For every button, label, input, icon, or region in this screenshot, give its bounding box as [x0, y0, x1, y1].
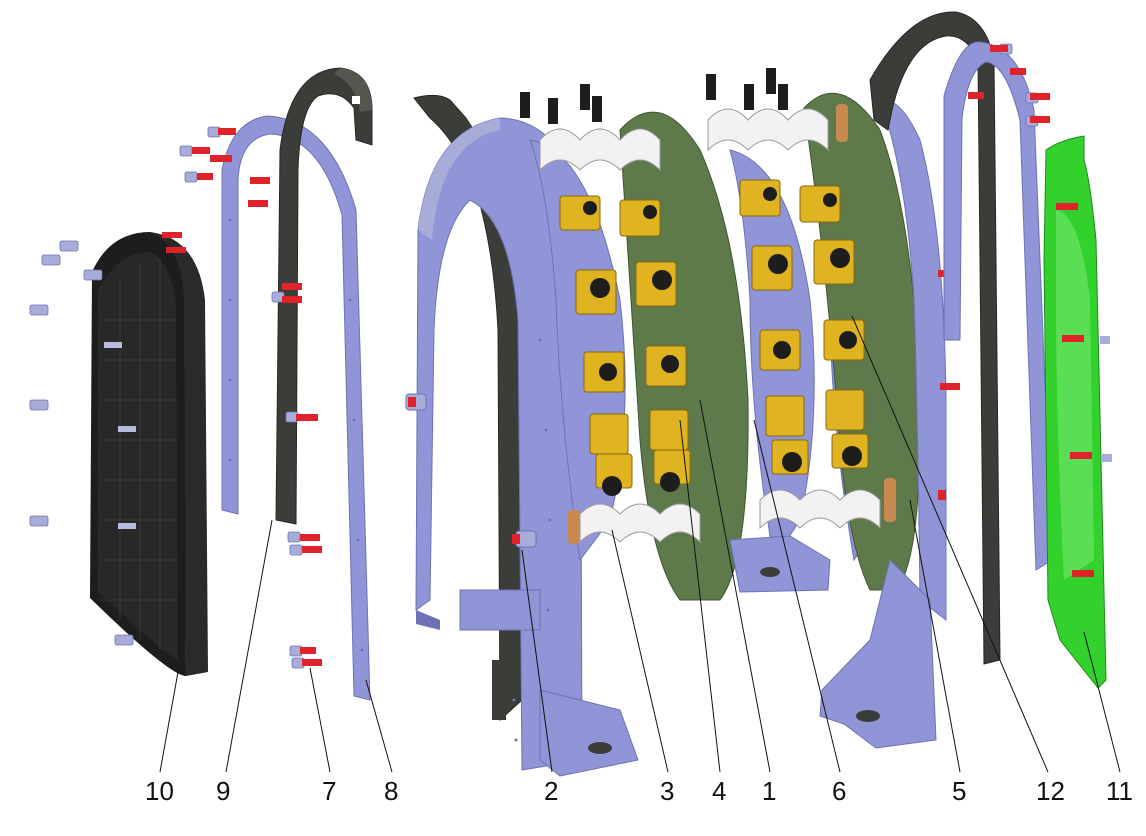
callout-6: 6 [832, 776, 846, 806]
callout-4: 4 [712, 776, 726, 806]
callout-1: 1 [762, 776, 776, 806]
callout-3: 3 [660, 776, 674, 806]
bolts-part-10 [29, 232, 186, 646]
callout-9: 9 [216, 776, 230, 806]
callout-8: 8 [384, 776, 398, 806]
part-9-blue-arc-plate [221, 115, 371, 701]
callout-7: 7 [322, 776, 336, 806]
central-module-stack [459, 68, 921, 631]
part-10-perforated-cover [90, 232, 208, 676]
part-11-green-end-plate [1043, 135, 1112, 689]
part-7-bolt-pair [289, 645, 322, 669]
callout-10: 10 [145, 776, 174, 806]
bolts-part-9 [179, 126, 270, 207]
leader-lines [159, 315, 1121, 773]
bolts-part-8 [271, 283, 322, 556]
callout-labels: 10 9 7 8 2 3 4 1 6 5 12 11 [145, 776, 1133, 806]
part-5-rear-frame [819, 11, 1001, 749]
callout-12: 12 [1036, 776, 1065, 806]
callout-11: 11 [1106, 776, 1133, 806]
callout-5: 5 [952, 776, 966, 806]
callout-2: 2 [544, 776, 558, 806]
part-12-blue-rear-arc-plate [943, 41, 1053, 571]
